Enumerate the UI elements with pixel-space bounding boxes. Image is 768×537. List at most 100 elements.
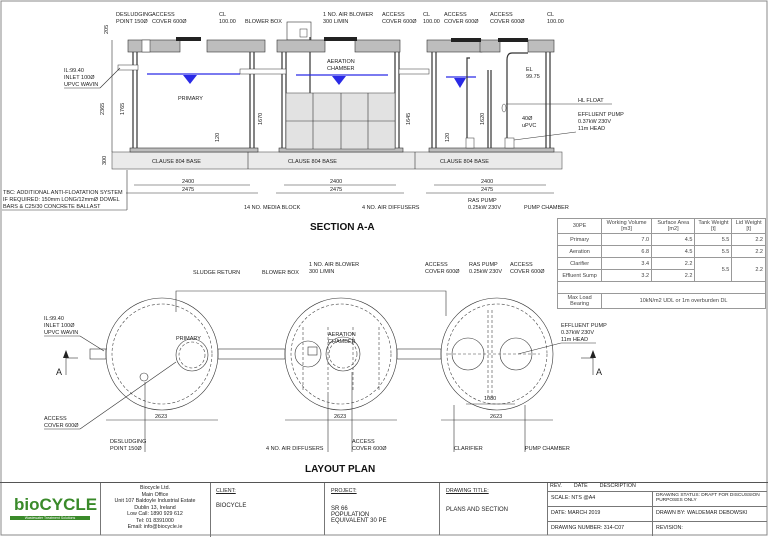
access-cover-label: COVER 600Ø <box>152 19 187 25</box>
cl-label: 100.00 <box>547 19 564 25</box>
section-marker-label: A <box>596 367 602 377</box>
desludging-label: POINT 150Ø <box>116 19 148 25</box>
dim-label: 205 <box>104 25 110 34</box>
dim-label: 120 <box>445 133 451 142</box>
logo-text: bioCYCLE <box>14 495 98 514</box>
3-volume-text: 3.2 <box>601 269 653 282</box>
labels-air-blower-1-text: 1 NO. AIR BLOWER <box>309 262 359 268</box>
cl-label: CL <box>547 12 554 18</box>
access-cover <box>175 338 209 372</box>
labels-air-diffusers-text: 4 NO. AIR DIFFUSERS <box>266 446 324 452</box>
labels-aeration-1-text: AERATION <box>328 332 356 338</box>
access-cover-label: COVER 600Ø <box>490 19 525 25</box>
blower-box <box>307 346 318 356</box>
labels-ras-pump-1-text: RAS PUMP <box>469 262 498 268</box>
drawing-title-cell: DRAWING TITLE: PLANS AND SECTION <box>440 483 548 535</box>
dim-label: 2623 <box>490 414 502 420</box>
inlet-pipe <box>89 348 107 360</box>
blower-box <box>286 21 312 41</box>
labels-effluent-pump-3-text: 11m HEAD <box>561 337 588 343</box>
labels-air-blower-2-text: 300 L/MIN <box>309 269 334 275</box>
table-load-value-text: 10kN/m2 UDL or 1m overburden DL <box>601 293 766 309</box>
transfer-pipe <box>398 68 430 75</box>
water-level-icon <box>454 78 466 88</box>
section-title: SECTION A-A <box>310 222 375 233</box>
titleblock-drawn-by-text: DRAWN BY: WALDEMAR DEBOWSKI <box>656 510 748 516</box>
labels-clarifier-text: CLARIFIER <box>454 446 483 452</box>
labels-access-cover-1-text: ACCESS <box>352 439 375 445</box>
clarifier-tank-section <box>426 38 555 153</box>
2-lid-text: 2.2 <box>731 257 766 282</box>
transfer-pipe <box>239 68 287 75</box>
0-lid-text: 2.2 <box>731 233 766 246</box>
media-block-label: 14 NO. MEDIA BLOCK <box>244 205 301 211</box>
inlet-label: INLET 100Ø <box>64 75 95 81</box>
company-0-text: Biocycle Ltd. <box>139 485 171 491</box>
0-area-text: 4.5 <box>651 233 696 246</box>
cl-label: CL <box>219 12 226 18</box>
labels-desludging-2-text: POINT 150Ø <box>110 446 142 452</box>
titleblock-rev-label-text: REV. <box>550 483 562 489</box>
company-6-text: Email: info@biocycle.ie <box>127 524 183 530</box>
inlet-label: IL:99.40 <box>64 68 84 74</box>
inlet-pipe <box>117 64 139 71</box>
company-3-text: Dublin 13, Ireland <box>134 504 176 511</box>
labels-access-cover-2-text: COVER 600Ø <box>510 269 545 275</box>
cl-label: 100.00 <box>423 19 440 25</box>
project-1-text: POPULATION <box>331 512 370 518</box>
labels-access-cover-2-text: COVER 600Ø <box>44 423 79 429</box>
water-level-icon <box>183 75 197 84</box>
headers-0-text: 30PE <box>556 218 603 234</box>
table-load-label-text: Max Load Bearing <box>556 293 603 309</box>
dim-label: 1620 <box>480 113 486 125</box>
air-blower <box>299 28 308 38</box>
access-cover <box>176 37 201 41</box>
labels-inlet-1-text: IL:99.40 <box>44 316 64 322</box>
air-blower-label: 300 L/MIN <box>323 19 348 25</box>
access-cover <box>324 37 357 41</box>
primary-tank-plan: PRIMARY <box>105 297 219 411</box>
aeration-tank-section: AERATION CHAMBER <box>239 37 430 153</box>
effluent-pump-label: 0.37kW 230V <box>578 119 611 125</box>
labels-access-cover-2-text: COVER 600Ø <box>352 446 387 452</box>
primary-tank-section: PRIMARY <box>117 37 266 153</box>
el-label: EL <box>526 67 533 73</box>
titleblock-status-text: DRAWING STATUS: DRAFT FOR DISCUSSION PUR… <box>656 493 760 503</box>
0-volume-text: 7.0 <box>601 233 653 246</box>
section-marker-label: A <box>56 367 62 377</box>
aeration-label: AERATION <box>327 59 355 65</box>
blower-box-label: BLOWER BOX <box>245 19 282 25</box>
labels-access-cover-1-text: ACCESS <box>44 416 67 422</box>
2-name-text: Clarifier <box>556 257 603 270</box>
section-arrow-icon <box>590 350 596 358</box>
effluent-pump-label: 11m HEAD <box>578 126 605 132</box>
dim-label: 300 <box>102 156 108 165</box>
dim-label: 2365 <box>100 103 106 115</box>
anti-floatation-note: BARS & C25/30 CONCRETE BALLAST <box>3 204 101 210</box>
access-cover-label: ACCESS <box>444 12 467 18</box>
labels-dim-2400-text: 2400 <box>481 179 493 185</box>
title-block: bioCYCLE Wastewater Treatment Solutions … <box>0 482 768 537</box>
labels-dim-2400-text: 2400 <box>182 179 194 185</box>
hl-float-label: HL FLOAT <box>578 98 604 104</box>
labels-sludge-return-text: SLUDGE RETURN <box>193 270 240 276</box>
labels-effluent-pump-2-text: 0.37kW 230V <box>561 330 594 336</box>
pipe-label: uPVC <box>522 123 536 129</box>
access-cover-label: COVER 600Ø <box>444 19 479 25</box>
labels-ras-pump-2-text: 0.25kW 230V <box>469 269 502 275</box>
transfer-pipe <box>217 348 286 360</box>
dim-label: 1080 <box>484 396 496 402</box>
section-a-a: CLAUSE 804 BASE CLAUSE 804 BASE CLAUSE 8… <box>2 12 624 233</box>
clarifier-tank-plan <box>440 297 554 411</box>
titleblock-client-label-text: CLIENT: <box>216 488 236 494</box>
desludging-point <box>141 39 151 53</box>
labels-dim-2400-text: 2400 <box>330 179 342 185</box>
access-cover <box>451 38 481 42</box>
labels-inlet-3-text: UPVC WAVIN <box>44 330 78 336</box>
access-cover <box>294 340 322 368</box>
headers-4-text: Lid Weight [t] <box>731 218 766 234</box>
